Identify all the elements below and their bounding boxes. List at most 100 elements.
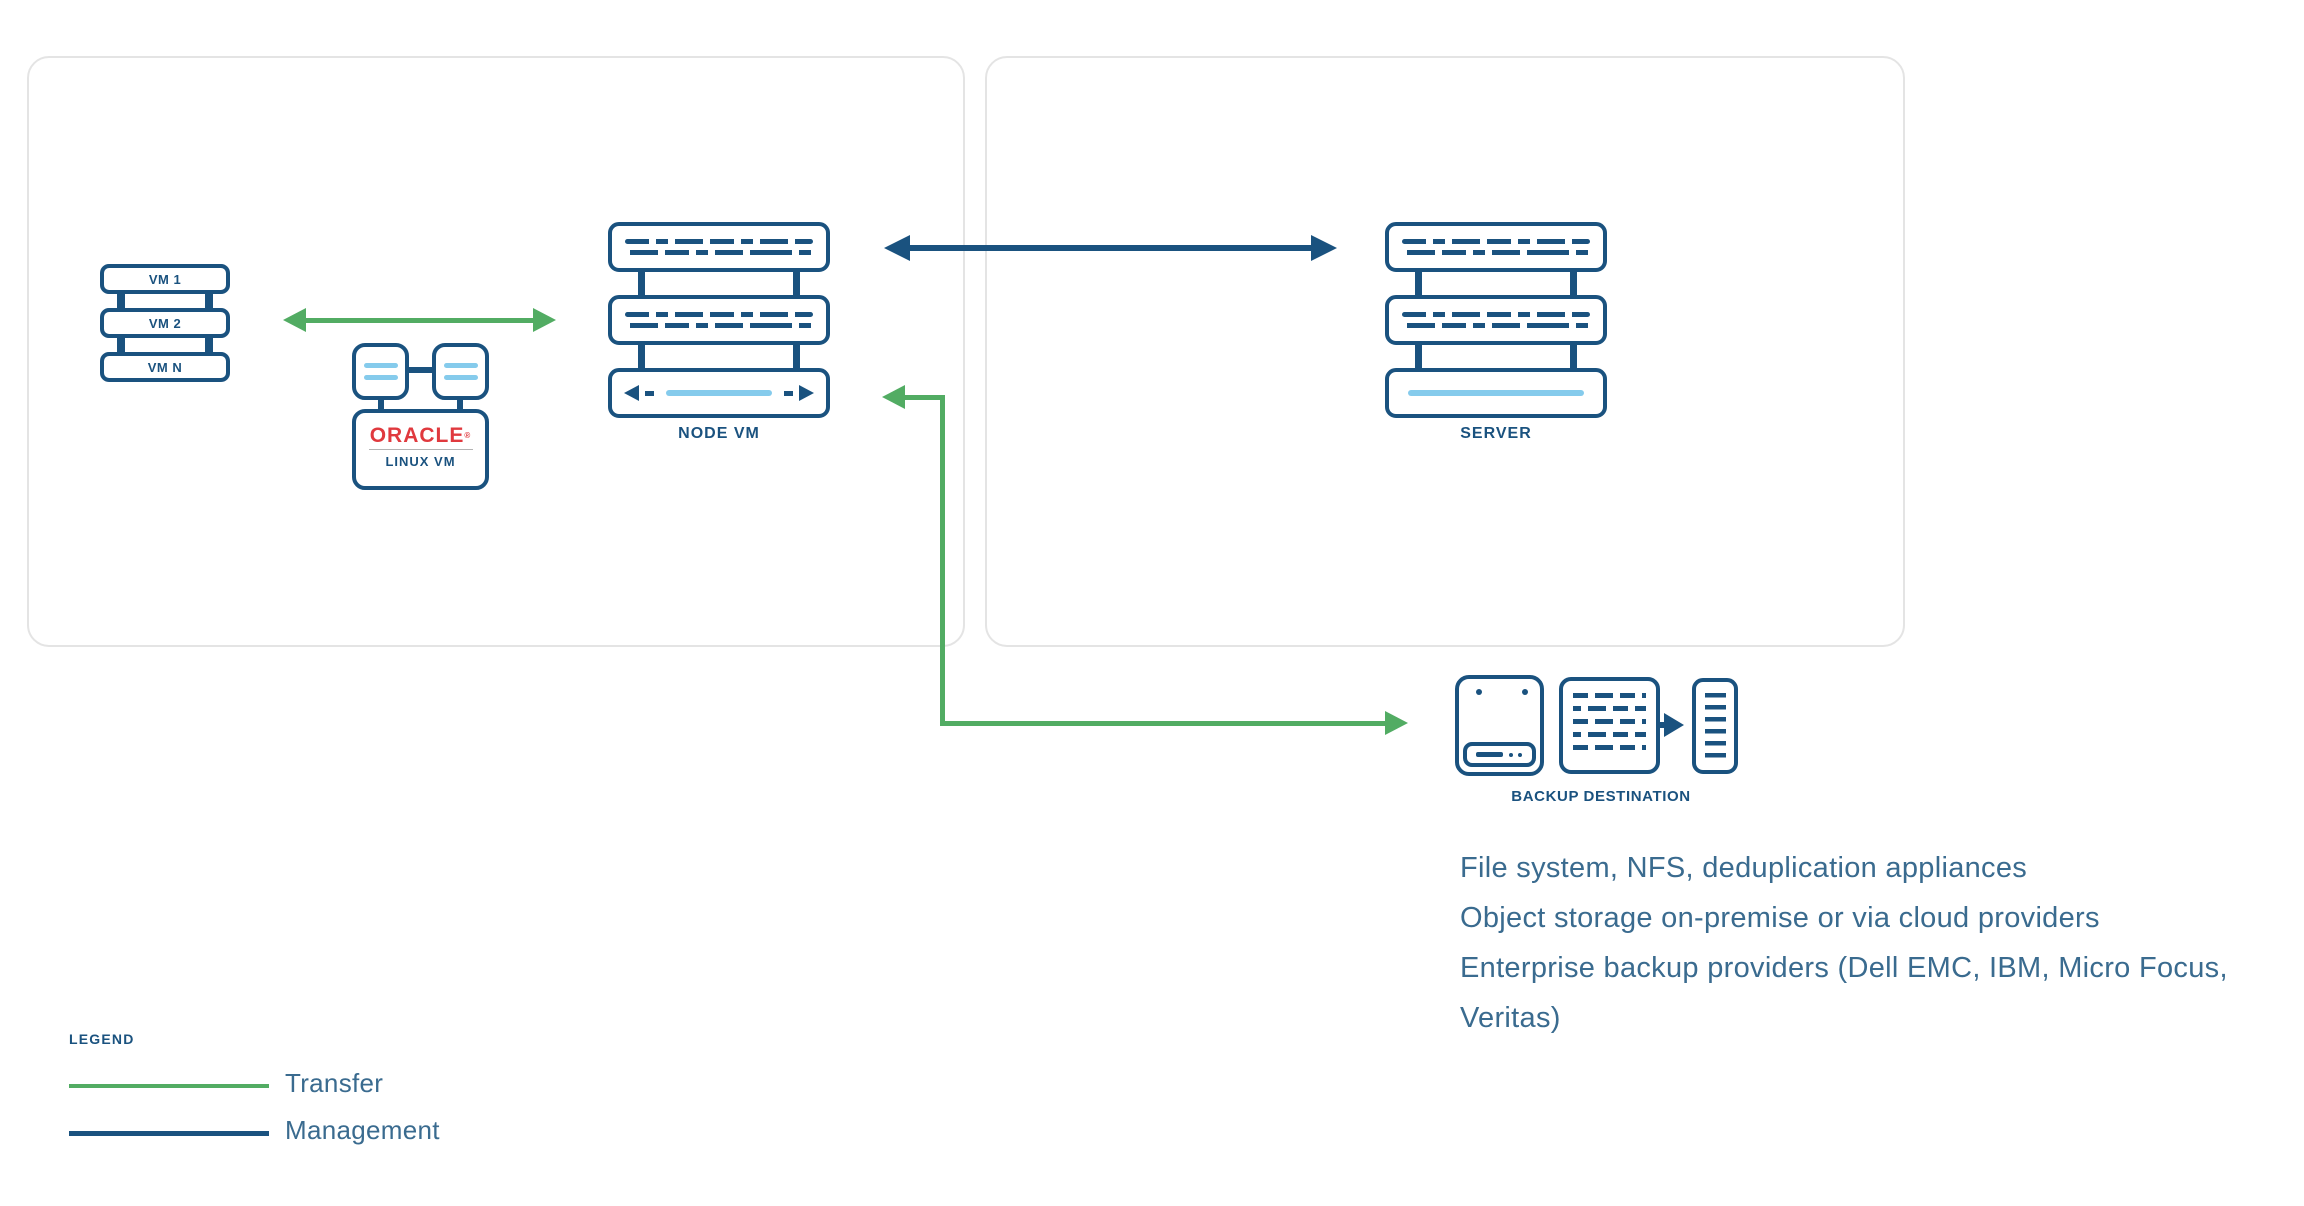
left-panel <box>27 56 965 647</box>
archive-arrow-stem <box>1656 722 1665 728</box>
linux-vm-label: LINUX VM <box>385 454 456 469</box>
io-line <box>1408 390 1584 396</box>
oracle-connector <box>457 398 463 412</box>
io-arrow-left-icon <box>624 385 639 401</box>
vm-n-label: VM N <box>147 359 183 375</box>
file-row <box>1573 706 1646 711</box>
server-connector <box>1570 269 1577 298</box>
path-segment <box>940 721 1386 726</box>
divider <box>368 449 473 450</box>
server-connector <box>1415 342 1422 371</box>
data-dashes <box>1402 250 1590 255</box>
registered-mark: ® <box>464 431 472 440</box>
bar-icon <box>443 375 478 380</box>
led-dot <box>1518 753 1522 757</box>
server-icon: SERVER <box>1385 222 1607 457</box>
io-arrow-right-icon <box>799 385 814 401</box>
vm-stack-icon: VM 1 VM 2 VM N <box>100 264 230 382</box>
arrowhead-right-icon <box>533 308 556 332</box>
backup-note: File system, NFS, deduplication applianc… <box>1460 852 2028 884</box>
vm-connector <box>117 288 125 310</box>
data-dashes <box>625 239 813 244</box>
drive-bay <box>1463 742 1536 767</box>
oracle-connector <box>407 367 434 373</box>
server-connector <box>638 342 645 371</box>
vm-connector <box>205 288 213 310</box>
path-segment <box>903 395 945 400</box>
server-unit <box>608 222 830 272</box>
file-row <box>1573 719 1646 724</box>
oracle-brand-text: ORACLE <box>369 424 465 447</box>
legend-management-line-icon <box>69 1131 269 1136</box>
data-dashes <box>625 312 813 317</box>
legend-title: LEGEND <box>69 1031 135 1047</box>
server-connector <box>793 269 800 298</box>
node-vm-label: NODE VM <box>678 425 760 442</box>
io-arrow-stem <box>784 390 793 396</box>
server-io-unit <box>608 368 830 418</box>
arrowhead-right-icon <box>1311 235 1337 261</box>
legend-transfer-line-icon <box>69 1084 269 1088</box>
server-unit <box>608 295 830 345</box>
io-arrow-stem <box>645 390 654 396</box>
vm-connector <box>117 332 125 354</box>
data-dashes <box>625 323 813 328</box>
vm-connector <box>205 332 213 354</box>
server-label: SERVER <box>1460 425 1532 442</box>
backup-destination: BACKUP DESTINATION <box>1455 675 1747 810</box>
management-arrow-icon <box>884 235 1337 261</box>
file-row <box>1573 693 1646 698</box>
arrowhead-left-icon <box>283 308 306 332</box>
screw-dot <box>1522 689 1528 695</box>
server-connector <box>1570 342 1577 371</box>
legend-transfer-label: Transfer <box>285 1068 384 1098</box>
arrowhead-left-icon <box>884 235 910 261</box>
vm-n-box: VM N <box>100 352 230 382</box>
oracle-linux-vm-box: ORACLE® LINUX VM <box>352 409 489 490</box>
data-dashes <box>1402 323 1590 328</box>
arrow-line <box>906 245 1315 251</box>
vm-1-label: VM 1 <box>148 271 182 287</box>
path-segment <box>940 395 945 726</box>
oracle-connector <box>378 398 384 412</box>
drive-slot <box>1476 752 1503 757</box>
server-connector <box>1415 269 1422 298</box>
file-storage-icon <box>1559 677 1660 774</box>
server-unit <box>1385 295 1607 345</box>
file-row <box>1573 732 1646 737</box>
server-connector <box>638 269 645 298</box>
oracle-linux-vm-icon: ORACLE® LINUX VM <box>352 343 489 490</box>
server-unit <box>1385 222 1607 272</box>
backup-notes: File system, NFS, deduplication applianc… <box>1460 843 2280 1043</box>
led-dot <box>1509 753 1513 757</box>
bar-icon <box>363 363 398 368</box>
transfer-arrow-icon <box>283 308 556 332</box>
tape-rows <box>1704 693 1726 759</box>
vm-2-label: VM 2 <box>148 315 182 331</box>
tape-archive-icon <box>1692 678 1738 774</box>
archive-arrow-icon <box>1664 713 1684 737</box>
vm-square-icon <box>352 343 409 400</box>
arrow-line <box>303 318 536 323</box>
data-dashes <box>1402 312 1590 317</box>
legend-management-label: Management <box>285 1115 440 1145</box>
file-row <box>1573 745 1646 750</box>
vm-2-box: VM 2 <box>100 308 230 338</box>
vm-1-box: VM 1 <box>100 264 230 294</box>
screw-dot <box>1476 689 1482 695</box>
node-vm-icon: NODE VM <box>608 222 830 457</box>
right-panel <box>985 56 1905 647</box>
disk-appliance-icon <box>1455 675 1544 776</box>
data-dashes <box>625 250 813 255</box>
data-dashes <box>1402 239 1590 244</box>
server-io-unit <box>1385 368 1607 418</box>
server-connector <box>793 342 800 371</box>
backup-note: Enterprise backup providers (Dell EMC, I… <box>1460 952 2228 1034</box>
io-line <box>666 390 772 396</box>
vm-square-icon <box>432 343 489 400</box>
backup-destination-label: BACKUP DESTINATION <box>1511 788 1691 805</box>
bar-icon <box>363 375 398 380</box>
arrowhead-left-icon <box>882 385 905 409</box>
bar-icon <box>443 363 478 368</box>
